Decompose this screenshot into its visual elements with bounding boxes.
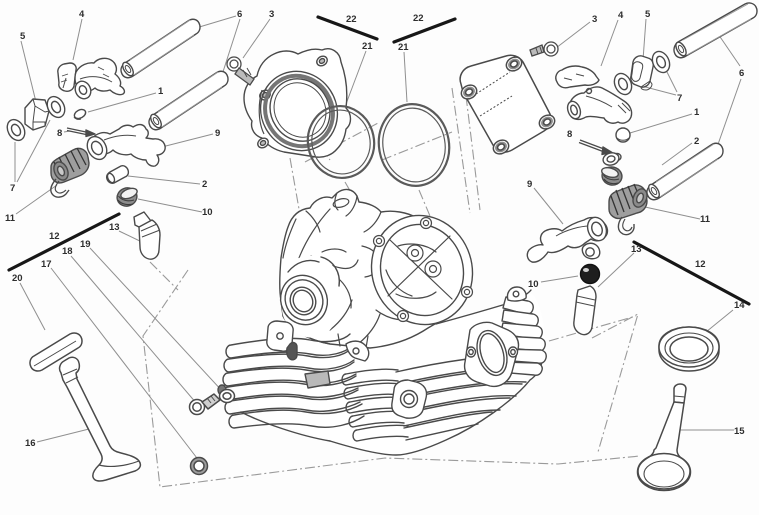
svg-text:13: 13 [109, 222, 120, 233]
svg-text:6: 6 [237, 9, 242, 20]
svg-text:21: 21 [362, 41, 373, 52]
svg-text:11: 11 [5, 213, 16, 224]
svg-text:10: 10 [528, 279, 539, 290]
svg-text:16: 16 [25, 438, 36, 449]
svg-text:7: 7 [10, 183, 15, 194]
svg-text:14: 14 [734, 300, 745, 311]
svg-text:3: 3 [592, 14, 597, 25]
svg-text:2: 2 [202, 179, 207, 190]
svg-text:9: 9 [215, 128, 220, 139]
svg-text:22: 22 [346, 14, 357, 25]
svg-text:21: 21 [398, 42, 409, 53]
svg-text:7: 7 [677, 93, 682, 104]
svg-text:5: 5 [20, 31, 26, 42]
svg-text:20: 20 [12, 273, 23, 284]
svg-text:17: 17 [41, 259, 52, 270]
svg-text:2: 2 [694, 136, 699, 147]
svg-text:4: 4 [618, 10, 624, 21]
svg-text:1: 1 [158, 86, 164, 97]
svg-text:1: 1 [694, 107, 700, 118]
svg-text:5: 5 [645, 9, 651, 20]
svg-text:12: 12 [695, 259, 706, 270]
svg-text:3: 3 [269, 9, 274, 20]
svg-text:18: 18 [62, 246, 73, 257]
svg-text:8: 8 [57, 128, 62, 139]
svg-text:12: 12 [49, 231, 60, 242]
svg-text:13: 13 [631, 244, 642, 255]
svg-text:15: 15 [734, 426, 745, 437]
svg-text:11: 11 [700, 214, 711, 225]
svg-text:22: 22 [413, 13, 424, 24]
svg-text:6: 6 [739, 68, 744, 79]
svg-text:9: 9 [527, 179, 532, 190]
svg-text:8: 8 [567, 129, 572, 140]
svg-text:19: 19 [80, 239, 91, 250]
svg-text:10: 10 [202, 207, 213, 218]
svg-text:4: 4 [79, 9, 85, 20]
